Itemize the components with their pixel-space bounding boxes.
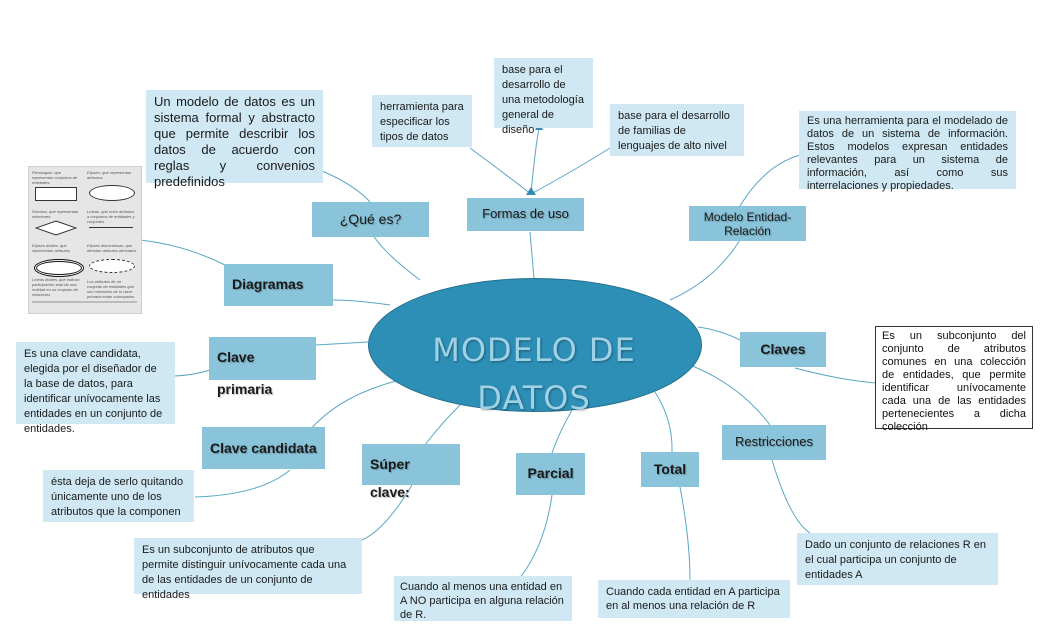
thumb-text-2: Elipses, que representan atributos. <box>87 170 132 180</box>
parcial-description-box: Cuando al menos una entidad en A NO part… <box>394 576 572 621</box>
thumb-text-8: Los atributos de un conjunto de entidade… <box>87 279 136 299</box>
thumb-double-ellipse-icon <box>34 259 84 277</box>
central-title-line-2: DATOS <box>477 379 591 417</box>
claves-description-box: Es un subconjunto del conjunto de atribu… <box>875 326 1033 433</box>
line-formas <box>529 231 535 279</box>
node-claves: Claves <box>740 332 826 367</box>
line-cp-desc <box>174 369 211 377</box>
line-clave-primaria <box>315 341 369 346</box>
thumb-text-5: Elipses dobles, que representan atributo… <box>32 243 70 253</box>
thumb-text-7: Líneas dobles, que indican participación… <box>32 277 80 297</box>
node-total: Total <box>641 452 699 487</box>
line-er-desc <box>739 154 801 207</box>
clave-candidata-description-box: ésta deja de serlo quitando únicamente u… <box>43 470 194 522</box>
thumb-ellipse-icon <box>89 185 135 201</box>
node-parcial: Parcial <box>516 453 585 495</box>
thumb-dashed-ellipse-icon <box>89 259 135 273</box>
diagram-thumbnail: Rectángulo, que representan conjuntos de… <box>28 166 142 314</box>
line-total <box>654 391 673 453</box>
super-clave-description-box: Es un subconjunto de atributos que permi… <box>134 538 362 601</box>
lenguajes-box: base para el desarrollo de familias de l… <box>610 104 744 156</box>
thumb-rhombus-icon <box>35 220 77 236</box>
line-diagramas <box>332 299 391 306</box>
line-claves-desc <box>794 367 877 384</box>
total-description-box: Cuando cada entidad en A participa en al… <box>598 580 790 618</box>
thumb-rectangle-icon <box>35 187 77 201</box>
thumb-text-3: Rombos, que representan relaciones. <box>32 209 79 219</box>
line-parcial-desc <box>519 494 553 579</box>
er-description-box: Es una herramienta para el modelado de d… <box>799 111 1016 192</box>
definition-box: Un modelo de datos es un sistema formal … <box>146 90 323 189</box>
line-super-clave <box>424 404 461 446</box>
node-que-es: ¿Qué es? <box>312 202 429 237</box>
line-thumb <box>139 239 226 266</box>
line-lenguajes <box>530 147 611 195</box>
metodologia-box: base para el desarrollo de una metodolog… <box>494 58 593 136</box>
thumb-text-4: Líneas, que unen atributos a conjuntos d… <box>87 209 135 224</box>
clave-primaria-description-box: Es una clave candidata, elegida por el d… <box>16 342 175 435</box>
line-claves <box>697 326 741 341</box>
thumb-line-icon <box>89 227 133 228</box>
node-diagramas: Diagramas <box>224 264 333 306</box>
line-er <box>669 239 741 301</box>
arrowhead-icon <box>526 187 536 195</box>
line-total-desc <box>679 486 691 581</box>
line-cc-desc <box>194 469 291 498</box>
node-restricciones: Restricciones <box>722 425 826 460</box>
line-definition <box>319 169 371 203</box>
node-super-clave: Súper clave: <box>362 444 460 500</box>
line-metodologia <box>530 127 540 195</box>
line-restr-desc <box>771 459 811 534</box>
line-restricciones <box>689 364 771 426</box>
central-ellipse <box>368 278 702 412</box>
line-herramienta <box>469 147 532 195</box>
thumb-text-1: Rectángulo, que representan conjuntos de… <box>32 170 78 185</box>
central-title-line-1: MODELO DE <box>432 331 636 369</box>
thumb-divider <box>32 301 137 303</box>
herramienta-box: herramienta para especificar los tipos d… <box>372 95 472 147</box>
central-title: MODELO DE DATOS <box>368 326 700 422</box>
line-que-es <box>369 229 421 281</box>
line-clave-candidata <box>309 379 401 431</box>
line-sc-desc <box>361 484 413 541</box>
node-modelo-entidad-relacion: Modelo Entidad-Relación <box>689 206 806 241</box>
thumb-text-6: Elipses discontinuas, que denotan atribu… <box>87 243 137 253</box>
node-clave-primaria: Clave primaria <box>209 337 316 397</box>
node-formas-de-uso: Formas de uso <box>467 198 584 231</box>
node-clave-candidata: Clave candidata <box>202 427 325 469</box>
restricciones-description-box: Dado un conjunto de relaciones R en el c… <box>797 533 998 585</box>
